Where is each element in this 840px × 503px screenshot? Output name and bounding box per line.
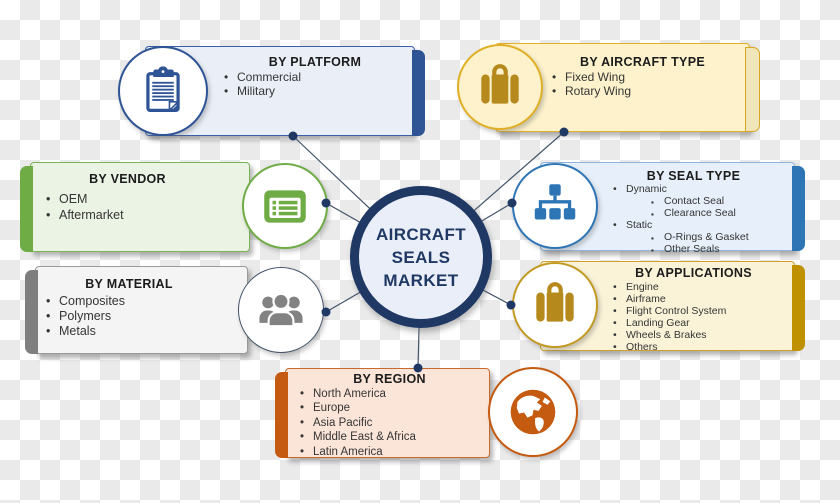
- box-3d-edge: [25, 270, 38, 354]
- center-title: AIRCRAFT SEALS MARKET: [376, 223, 466, 292]
- briefcase-icon: [481, 64, 519, 104]
- list-item: Polymers: [46, 309, 212, 324]
- material-icon-circle: [238, 267, 324, 353]
- vendor-icon-circle: [242, 163, 328, 249]
- list-item: Clearance Seal: [651, 207, 784, 221]
- segment-title: BY MATERIAL: [85, 277, 173, 291]
- box-3d-edge: [20, 166, 33, 252]
- list-item: Static: [613, 219, 784, 232]
- list-item: Composites: [46, 294, 212, 309]
- segment-title: BY REGION: [353, 372, 426, 386]
- list-item: Others: [613, 341, 784, 353]
- segment-list: North AmericaEuropeAsia PacificMiddle Ea…: [300, 387, 479, 459]
- list-item: North America: [300, 387, 479, 402]
- segment-title: BY APPLICATIONS: [635, 266, 752, 280]
- list-item: Other Seals: [651, 243, 784, 257]
- list-item: Landing Gear: [613, 317, 784, 329]
- segment-title: BY SEAL TYPE: [646, 169, 741, 183]
- segment-box-vendor: BY VENDOR OEMAftermarket: [20, 162, 250, 252]
- box-3d-edge: [275, 372, 288, 458]
- segment-list: OEMAftermarket: [46, 191, 209, 223]
- list-item: Aftermarket: [46, 207, 209, 223]
- center-title-line: MARKET: [383, 270, 459, 290]
- box-3d-edge: [745, 47, 760, 132]
- list-item: Dynamic: [613, 183, 784, 196]
- center-node: AIRCRAFT SEALS MARKET: [350, 186, 492, 328]
- list-item: Europe: [300, 401, 479, 416]
- box-3d-edge: [792, 166, 805, 251]
- box-3d-edge: [792, 265, 805, 351]
- platform-icon-circle: [118, 46, 208, 136]
- center-title-line: AIRCRAFT: [375, 224, 467, 244]
- list-item: Middle East & Africa: [300, 430, 479, 445]
- clipboard-icon: [146, 66, 181, 113]
- segment-list: DynamicContact SealClearance SealStaticO…: [613, 183, 784, 257]
- briefcase-icon: [536, 282, 574, 322]
- list-item: Asia Pacific: [300, 416, 479, 431]
- list-item: Engine: [613, 281, 784, 293]
- list-item: Rotary Wing: [552, 84, 741, 99]
- list-item: Military: [224, 84, 406, 99]
- segment-box-material: BY MATERIAL CompositesPolymersMetals: [25, 266, 248, 354]
- list-item: Contact Seal: [651, 195, 784, 209]
- list-icon: [264, 190, 306, 223]
- segment-list: CompositesPolymersMetals: [46, 294, 212, 339]
- center-title-line: SEALS: [391, 247, 451, 267]
- seal-type-icon-circle: [512, 163, 598, 249]
- segment-title: BY VENDOR: [89, 172, 166, 186]
- region-icon-circle: [488, 367, 578, 457]
- segment-box-region: BY REGION North AmericaEuropeAsia Pacifi…: [275, 368, 490, 459]
- aircraft-type-icon-circle: [457, 44, 543, 130]
- segment-list: Fixed WingRotary Wing: [552, 70, 741, 99]
- list-item: Flight Control System: [613, 305, 784, 317]
- segment-title: BY AIRCRAFT TYPE: [580, 55, 705, 69]
- list-item: OEM: [46, 191, 209, 207]
- list-item: O-Rings & Gasket: [651, 231, 784, 245]
- applications-icon-circle: [512, 262, 598, 348]
- list-item: Fixed Wing: [552, 70, 741, 85]
- list-item: Metals: [46, 324, 212, 339]
- list-item: Airframe: [613, 293, 784, 305]
- segment-title: BY PLATFORM: [268, 55, 362, 69]
- list-item: Commercial: [224, 70, 406, 85]
- people-icon: [259, 292, 303, 328]
- globe-icon: [510, 389, 556, 435]
- segment-list: CommercialMilitary: [224, 70, 406, 99]
- box-3d-edge: [412, 50, 425, 136]
- hierarchy-icon: [534, 184, 576, 220]
- list-item: Latin America: [300, 445, 479, 460]
- list-item: Wheels & Brakes: [613, 329, 784, 341]
- segment-list: EngineAirframeFlight Control SystemLandi…: [613, 281, 784, 353]
